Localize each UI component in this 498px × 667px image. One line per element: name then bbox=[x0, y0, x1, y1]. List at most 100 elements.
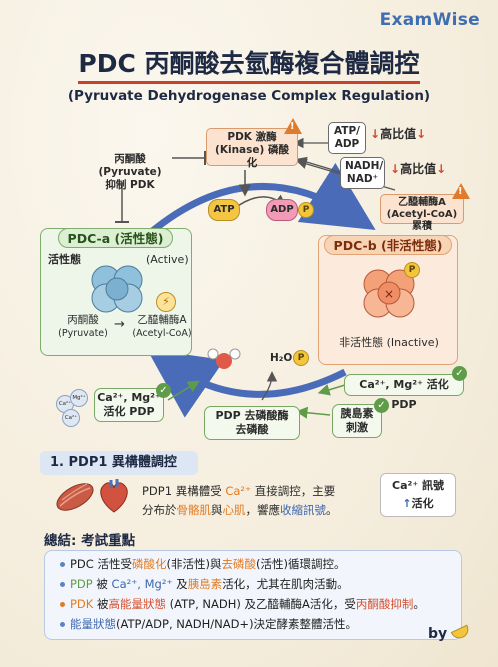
nadh-to-pdk bbox=[296, 156, 341, 173]
ca-mg-left-box: Ca²⁺, Mg²⁺活化 PDP bbox=[94, 388, 164, 422]
check-icon: ✓ bbox=[452, 366, 467, 381]
text-span: (ATP/ADP, NADH/NAD+)決定酵素整體活性。 bbox=[116, 617, 358, 631]
pdp-highlight: PDP bbox=[70, 577, 93, 591]
pdk-kinase-box: PDK 激酶(Kinase) 磷酸化 bbox=[206, 128, 298, 169]
substrate-zh: 丙酮酸 bbox=[67, 314, 99, 326]
down-arrow-icon: ↓ bbox=[390, 162, 401, 176]
h2o-label: H₂O bbox=[270, 352, 293, 364]
ca-signal-title: Ca²⁺ 訊號 bbox=[392, 479, 444, 492]
ca-signal-sub: 活化 bbox=[411, 497, 434, 510]
pyruvate-line: 丙酮酸 (Pyruvate) bbox=[98, 153, 162, 178]
summary-item: PDP 被 Ca²⁺, Mg²⁺ 及胰島素活化，尤其在肌肉活動。 bbox=[60, 576, 349, 592]
check-icon: ✓ bbox=[374, 398, 389, 413]
page-subtitle: (Pyruvate Dehydrogenase Complex Regulati… bbox=[67, 88, 431, 104]
summary-item: PDK 被高能量狀態 (ATP, NADH) 及乙醯輔酶A活化，受丙酮酸抑制。 bbox=[60, 596, 425, 612]
h2o-phosphate: P bbox=[293, 350, 309, 366]
adp-line: ADP bbox=[334, 138, 360, 150]
banana-icon bbox=[450, 624, 472, 642]
phosphorylation-arrow bbox=[147, 162, 376, 236]
ca-right-arrow bbox=[317, 384, 346, 396]
insulin-highlight: 胰島素 bbox=[187, 577, 223, 591]
pyruvate-inhibit-highlight: 丙酮酸抑制 bbox=[355, 597, 414, 611]
high-energy-highlight: 高能量狀態 bbox=[108, 597, 167, 611]
text-span: 分布於 bbox=[142, 503, 177, 517]
pdcb-title: PDC-b (非活性態) bbox=[324, 235, 452, 255]
page-title: PDC 丙酮酸去氫酶複合體調控 bbox=[0, 44, 498, 84]
summary-box bbox=[44, 550, 462, 640]
adp-phosphate: P bbox=[298, 202, 314, 218]
atp-badge: ATP bbox=[208, 199, 240, 221]
pdca-state-en: (Active) bbox=[146, 253, 189, 266]
lightning-icon: ⚡ bbox=[156, 292, 176, 312]
pdcb-enzyme-icon: × bbox=[363, 269, 415, 318]
byline: by bbox=[428, 624, 472, 642]
heart-icon bbox=[100, 479, 128, 513]
pdk-warning-icon: ! bbox=[284, 118, 302, 134]
bullet bbox=[60, 562, 65, 567]
pdk-line2: (Kinase) 磷酸化 bbox=[215, 144, 289, 169]
acetylcoa-warning-icon: ! bbox=[452, 183, 470, 199]
down-arrow-icon: ↓ bbox=[416, 127, 427, 141]
contraction-highlight: 收縮訊號 bbox=[280, 503, 326, 517]
section1-line2: 分布於骨骼肌與心肌，響應收縮訊號。 bbox=[142, 501, 338, 520]
text-span: 。 bbox=[413, 597, 425, 611]
text-span: PDP1 異構體受 bbox=[142, 484, 226, 498]
insulin-box: 胰島素刺激 bbox=[332, 404, 382, 438]
ca-left-line2: 活化 PDP bbox=[103, 405, 155, 418]
down-arrow-icon: ↓ bbox=[370, 127, 381, 141]
ca-mg-right-box: Ca²⁺, Mg²⁺ 活化 PDP bbox=[344, 374, 464, 411]
text-span: 被 bbox=[93, 597, 109, 611]
check-icon: ✓ bbox=[156, 383, 171, 398]
nadh-nad-box: NADH/NAD⁺ bbox=[340, 157, 385, 189]
pdcb-state: 非活性態 (Inactive) bbox=[339, 336, 439, 349]
ca-left-arrow bbox=[167, 380, 200, 401]
pdca-enzyme-icon bbox=[91, 265, 143, 313]
down-arrow-icon: ↓ bbox=[436, 162, 447, 176]
ion-bubble: Ca²⁺ bbox=[62, 409, 80, 427]
insulin-line1: 胰島素 bbox=[340, 407, 374, 420]
nad-line: NAD⁺ bbox=[346, 173, 379, 185]
bullet bbox=[60, 602, 65, 607]
insulin-arrow bbox=[295, 406, 331, 419]
adp-badge: ADP bbox=[266, 199, 298, 221]
pdp-to-h2o bbox=[261, 371, 278, 401]
substrate-arrow: → bbox=[114, 317, 125, 332]
byline-text: by bbox=[428, 626, 448, 642]
energy-state-highlight: 能量狀態 bbox=[70, 617, 116, 631]
up-arrow-icon: ↑ bbox=[402, 497, 412, 510]
ca-mg-highlight: Ca²⁺, Mg²⁺ bbox=[111, 577, 173, 591]
pdca-product: 乙醯輔酶A(Acetyl-CoA) bbox=[126, 314, 198, 340]
acetylcoa-line1: 乙醯輔酶A bbox=[398, 197, 446, 208]
ion-cluster-icon: Ca²⁺ Mg²⁺ Ca²⁺ bbox=[56, 389, 96, 427]
svg-text:×: × bbox=[384, 287, 394, 301]
cardiac-muscle-highlight: 心肌 bbox=[222, 503, 246, 517]
text-span: PDC 活性受 bbox=[70, 557, 132, 571]
inhibit-pdk-line: 抑制 PDK bbox=[105, 179, 155, 191]
skeletal-muscle-highlight: 骨骼肌 bbox=[176, 503, 212, 517]
section1-heading: 1. PDP1 異構體調控 bbox=[40, 451, 198, 475]
brand-logo: ExamWise bbox=[379, 10, 480, 30]
text-span: (非活性)與 bbox=[166, 557, 222, 571]
pdk-highlight: PDK bbox=[70, 597, 94, 611]
water-molecule-icon bbox=[207, 348, 241, 369]
section1-line1: PDP1 異構體受 Ca²⁺ 直接調控，主要 bbox=[142, 482, 338, 501]
text-span: (活性)循環調控。 bbox=[255, 557, 346, 571]
summary-heading: 總結: 考試重點 bbox=[44, 533, 136, 549]
bullet bbox=[60, 582, 65, 587]
text-span: 直接調控，主要 bbox=[251, 484, 336, 498]
ca-highlight: Ca²⁺ bbox=[225, 484, 252, 498]
pdca-substrate: 丙酮酸(Pyruvate) bbox=[48, 314, 118, 340]
pdcb-phosphate: P bbox=[404, 262, 420, 278]
acetylcoa-line2: (Acetyl-CoA) 累積 bbox=[386, 209, 458, 232]
title-text: PDC 丙酮酸去氫酶複合體調控 bbox=[78, 44, 420, 84]
summary-item: 能量狀態(ATP/ADP, NADH/NAD+)決定酵素整體活性。 bbox=[60, 616, 357, 632]
nadh-high-ratio: ↓高比值↓ bbox=[390, 163, 446, 176]
insulin-line2: 刺激 bbox=[346, 421, 368, 434]
pdp-phosphatase-box: PDP 去磷酸酶去磷酸 bbox=[204, 406, 300, 440]
atp-high-label: 高比值 bbox=[380, 127, 417, 141]
product-zh: 乙醯輔酶A bbox=[137, 314, 187, 326]
pdk-line1: PDK 激酶 bbox=[227, 131, 277, 143]
text-span: 被 bbox=[92, 577, 112, 591]
text-span: 與 bbox=[211, 503, 223, 517]
